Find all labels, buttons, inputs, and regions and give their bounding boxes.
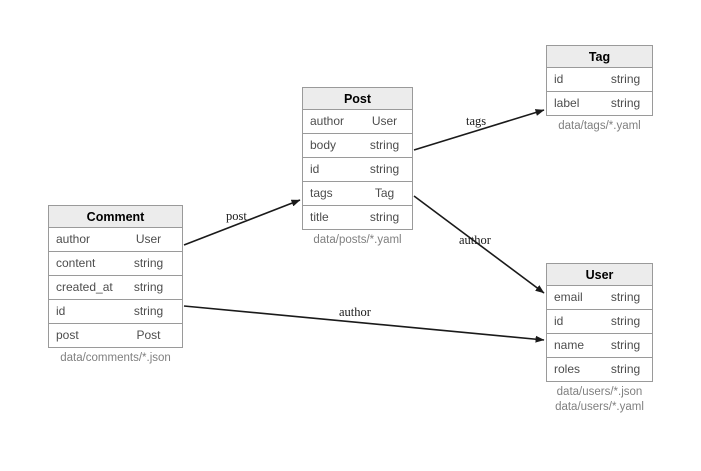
field-row[interactable]: id string bbox=[302, 158, 413, 182]
field-row[interactable]: author User bbox=[48, 228, 183, 252]
field-type: string bbox=[133, 256, 164, 270]
edge-label-comment-author: author bbox=[339, 305, 371, 319]
field-name: content bbox=[56, 256, 96, 270]
field-row[interactable]: title string bbox=[302, 206, 413, 230]
field-type: User bbox=[371, 114, 398, 128]
field-name: title bbox=[310, 210, 329, 224]
field-type: string bbox=[369, 210, 400, 224]
entity-source-caption: data/users/*.json bbox=[556, 386, 643, 398]
edge-label-post-tags: tags bbox=[466, 114, 487, 128]
field-row[interactable]: body string bbox=[302, 134, 413, 158]
field-type: string bbox=[610, 362, 641, 376]
field-row[interactable]: id string bbox=[546, 310, 653, 334]
field-type: User bbox=[135, 232, 162, 246]
field-row[interactable]: email string bbox=[546, 286, 653, 310]
field-row[interactable]: roles string bbox=[546, 358, 653, 382]
edge-label-post-author: author bbox=[459, 233, 491, 247]
field-name: author bbox=[56, 232, 91, 246]
edge-post-tags bbox=[413, 109, 545, 151]
field-row[interactable]: created_at string bbox=[48, 276, 183, 300]
field-name: email bbox=[554, 290, 583, 304]
field-type: Post bbox=[136, 328, 161, 342]
field-row[interactable]: name string bbox=[546, 334, 653, 358]
field-row[interactable]: id string bbox=[546, 68, 653, 92]
field-type: string bbox=[133, 280, 164, 294]
field-name: roles bbox=[554, 362, 581, 376]
field-name: author bbox=[310, 114, 345, 128]
edge-label-comment-post: post bbox=[226, 209, 247, 223]
field-name: id bbox=[56, 304, 66, 318]
entity-title-post: Post bbox=[302, 87, 413, 110]
field-row[interactable]: id string bbox=[48, 300, 183, 324]
entity-title-tag: Tag bbox=[546, 45, 653, 68]
field-name: id bbox=[554, 72, 564, 86]
entity-user[interactable]: User email string id string name string roles st… bbox=[546, 263, 653, 382]
field-type: string bbox=[369, 138, 400, 152]
field-row[interactable]: content string bbox=[48, 252, 183, 276]
field-row[interactable]: post Post bbox=[48, 324, 183, 348]
entity-tag[interactable]: Tag id string label string bbox=[546, 45, 653, 116]
field-type: string bbox=[610, 314, 641, 328]
edge-comment-author bbox=[183, 305, 545, 343]
field-row[interactable]: tags Tag bbox=[302, 182, 413, 206]
entity-source-caption: data/tags/*.yaml bbox=[558, 120, 641, 132]
entity-source-caption: data/posts/*.yaml bbox=[313, 234, 402, 246]
field-name: id bbox=[554, 314, 564, 328]
field-name: name bbox=[554, 338, 585, 352]
field-type: Tag bbox=[374, 186, 395, 200]
entity-source-caption: data/users/*.yaml bbox=[555, 401, 644, 413]
field-name: label bbox=[554, 96, 580, 110]
field-name: tags bbox=[310, 186, 333, 200]
field-type: string bbox=[610, 338, 641, 352]
edge-comment-post bbox=[183, 199, 301, 246]
entity-title-user: User bbox=[546, 263, 653, 286]
field-type: string bbox=[610, 290, 641, 304]
field-name: post bbox=[56, 328, 79, 342]
entity-source-caption: data/comments/*.json bbox=[60, 352, 171, 364]
edge-post-author bbox=[413, 195, 545, 294]
field-type: string bbox=[610, 96, 641, 110]
field-name: id bbox=[310, 162, 320, 176]
field-name: body bbox=[310, 138, 337, 152]
field-type: string bbox=[133, 304, 164, 318]
field-type: string bbox=[610, 72, 641, 86]
field-type: string bbox=[369, 162, 400, 176]
field-row[interactable]: author User bbox=[302, 110, 413, 134]
field-row[interactable]: label string bbox=[546, 92, 653, 116]
field-name: created_at bbox=[56, 280, 113, 294]
entity-title-comment: Comment bbox=[48, 205, 183, 228]
